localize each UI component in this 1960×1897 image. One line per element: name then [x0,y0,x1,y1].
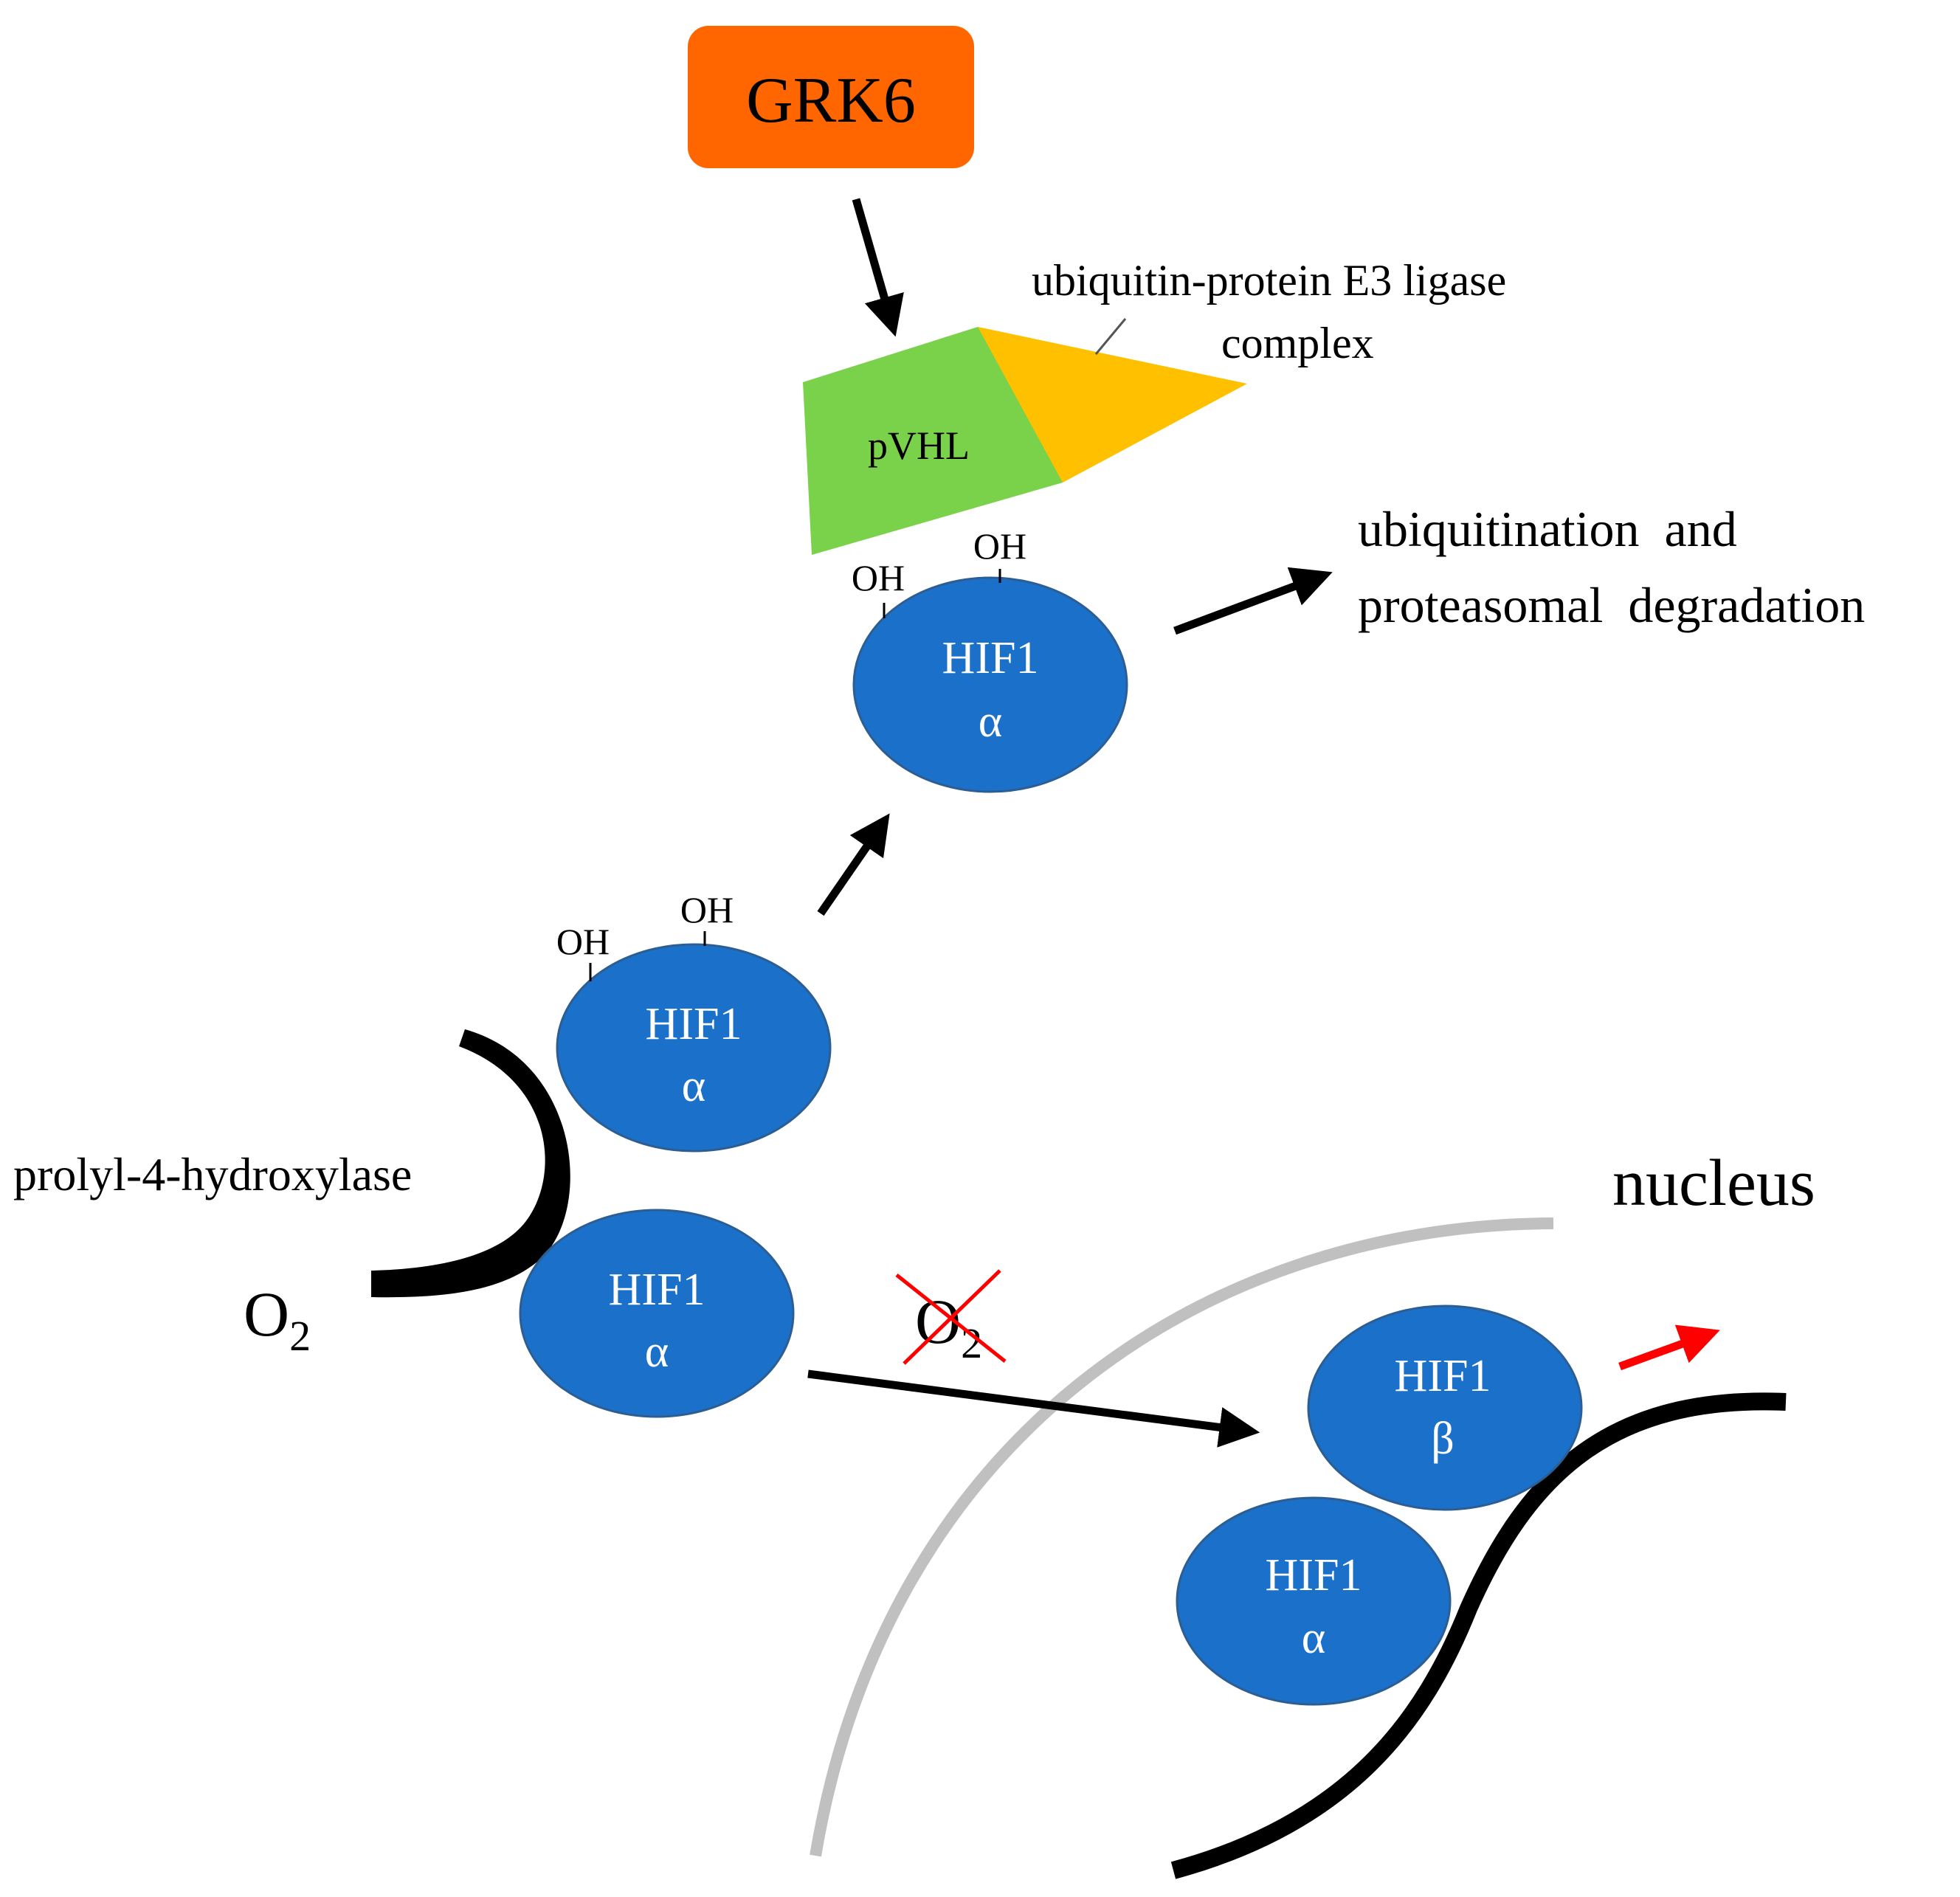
hydroxylase-enzyme [371,1029,570,1298]
hif-to-nucleus-arrow [807,1369,1260,1448]
pvhl-shape [803,327,1063,555]
e3-ligase-leader-line [1094,318,1127,355]
degradation-arrow [1173,567,1333,635]
hif1-alpha-top-line1: HIF1 [942,633,1039,683]
nucleus-membrane [810,1217,1554,1857]
transcription-arrow [1618,1324,1720,1371]
degradation-label-line2: proteasomal degradation [1358,577,1865,633]
hif1-alpha-hydroxylated: HIF1 α [556,943,832,1153]
hydroxylase-label: prolyl-4-hydroxylase [13,1148,412,1200]
e3-ligase-label-line2: complex [1221,319,1374,367]
hif1-alpha-low-line1: HIF1 [609,1265,705,1315]
e3-ligase-shape [978,327,1247,483]
hif1-beta-line1: HIF1 [1395,1351,1491,1401]
oxygen-absent-cross [895,1269,1007,1365]
hif1-alpha-low-line2: α [645,1327,669,1377]
grk6-box [688,26,974,168]
oxygen-label-subscript: 2 [289,1312,311,1360]
hif1-alpha-nuc-line2: α [1302,1613,1325,1663]
hif1-alpha-nuclear: HIF1 α [1176,1496,1452,1706]
hif1-alpha-nuc-line1: HIF1 [1266,1550,1362,1600]
pvhl-label: pVHL [868,424,970,468]
oh-label-mid-left: OH [556,921,610,962]
nucleus-label: nucleus [1612,1147,1815,1220]
oxygen-label: O2 [244,1279,311,1360]
hif1-beta-line2: β [1431,1414,1455,1464]
hydroxylated-to-pvhl-arrow [817,813,890,916]
oh-label-mid-right: OH [680,889,734,930]
oh-label-top-right: OH [973,525,1026,567]
dna-strand [1170,1392,1787,1879]
oxygen-label-main: O [244,1279,289,1350]
hif1-alpha-top: HIF1 α [852,576,1128,793]
oh-label-top-left: OH [852,557,905,598]
hif1-alpha-free: HIF1 α [519,1209,795,1418]
grk6-to-pvhl-arrow [852,198,904,337]
hif1-beta: HIF1 β [1307,1305,1583,1511]
e3-ligase-label-line1: ubiquitin-protein E3 ligase [1032,256,1506,305]
degradation-label-line1: ubiquitination and [1358,501,1737,557]
hif1-alpha-mid-line2: α [682,1061,705,1111]
hif1-alpha-top-line2: α [979,697,1002,747]
grk6-label: GRK6 [746,65,916,137]
hif1-alpha-mid-line1: HIF1 [646,999,742,1049]
